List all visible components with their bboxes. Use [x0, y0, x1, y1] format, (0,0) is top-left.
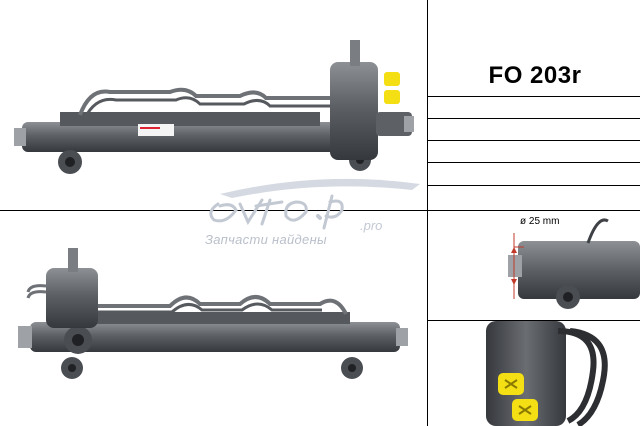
steering-rack-bottom-image — [18, 248, 408, 379]
part-code: FO 203r — [488, 62, 582, 89]
diameter-label: ø 25 mm — [520, 216, 560, 227]
steering-rack-top-image — [14, 40, 414, 174]
divider-row-1 — [428, 96, 640, 97]
divider-row-3 — [428, 140, 640, 141]
divider-middle — [0, 210, 640, 211]
valve-detail-image — [486, 321, 608, 426]
yellow-cap — [384, 90, 400, 104]
rack-end-detail-image — [508, 218, 640, 309]
divider-row-4 — [428, 162, 640, 163]
divider-row-6 — [428, 320, 640, 321]
divider-row-2 — [428, 118, 640, 119]
watermark-suffix: .pro — [360, 218, 382, 233]
divider-row-5 — [428, 185, 640, 186]
yellow-cap — [384, 72, 400, 86]
watermark-tagline: Запчасти найдены — [205, 232, 327, 247]
divider-vertical — [427, 0, 428, 426]
